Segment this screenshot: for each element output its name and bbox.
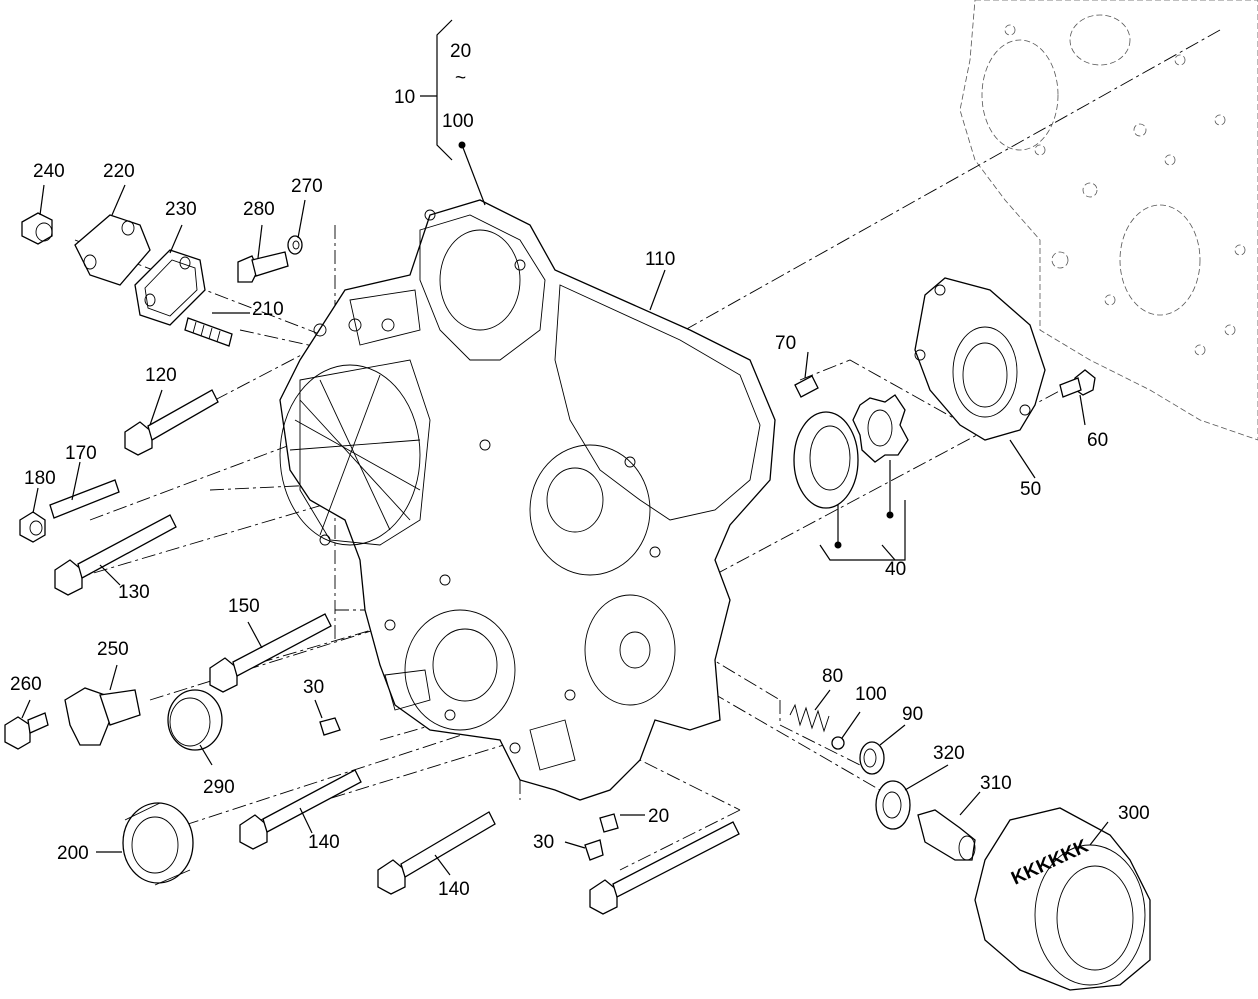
label-300: 300 [1118,803,1150,824]
part-310-nipple [917,809,976,861]
part-290-plug [167,689,223,751]
part-50-pump-cover [914,277,1046,441]
label-270: 270 [291,176,323,197]
part-300-oil-filter: KKKKKK [974,807,1151,991]
part-100-ball [831,736,845,750]
label-90: 90 [902,704,923,725]
part-210-stud [184,317,233,347]
label-50: 50 [1020,479,1041,500]
label-140-left: 140 [308,832,340,853]
label-range-tilde: ~ [455,68,466,89]
part-60-bolt [1059,369,1096,398]
label-140-right: 140 [438,879,470,900]
part-bolt-bottom [589,821,740,915]
part-80-spring [789,703,830,733]
label-290: 290 [203,777,235,798]
part-220-plate [74,214,151,286]
part-40-inner-rotor [852,394,909,463]
part-270-washer [287,235,303,255]
part-150-bolt [209,613,332,693]
part-30-plug-upper [319,717,341,736]
part-230-gasket [134,249,206,326]
label-220: 220 [103,161,135,182]
part-140-bolt-left [239,769,362,850]
label-60: 60 [1087,430,1108,451]
label-200: 200 [57,843,89,864]
label-210: 210 [252,299,284,320]
label-130: 130 [118,582,150,603]
engine-block-ghost [959,0,1258,441]
label-70: 70 [775,333,796,354]
gear-case-110 [279,199,776,801]
part-40-outer-rotor [793,411,859,509]
label-260: 260 [10,674,42,695]
part-260-bolt [4,712,49,750]
part-130-bolt [54,514,177,596]
label-150: 150 [228,596,260,617]
part-280-bolt [237,251,289,283]
part-120-bolt [124,389,219,456]
label-40: 40 [885,559,906,580]
label-100: 100 [855,684,887,705]
part-20-plug [599,813,619,833]
label-20-lower: 20 [648,806,669,827]
part-30-plug-lower [584,839,604,861]
label-320: 320 [933,743,965,764]
label-110: 110 [645,249,675,270]
part-180-nut [19,511,46,543]
label-250: 250 [97,639,129,660]
label-230: 230 [165,199,197,220]
label-180: 180 [24,468,56,489]
part-250-sensor [64,687,141,746]
part-90-plug [859,741,885,775]
part-200-seal [122,802,194,886]
part-70-pin [794,375,819,398]
label-310: 310 [980,773,1012,794]
label-100-range-end: 100 [442,111,474,132]
label-170: 170 [65,443,97,464]
part-labels: 20 ~ 100 10 240 220 230 280 270 210 110 … [10,41,1150,900]
part-240-nut [21,212,53,245]
part-170-stud [49,479,120,519]
label-280: 280 [243,199,275,220]
label-10: 10 [394,87,415,108]
leader-lines [21,19,1109,876]
label-30-upper: 30 [303,677,324,698]
label-30-lower: 30 [533,832,554,853]
label-80: 80 [822,666,843,687]
label-20-range-start: 20 [450,41,471,62]
label-240: 240 [33,161,65,182]
part-140-bolt-right [377,811,496,895]
label-120: 120 [145,365,177,386]
part-320-washer [875,780,911,830]
